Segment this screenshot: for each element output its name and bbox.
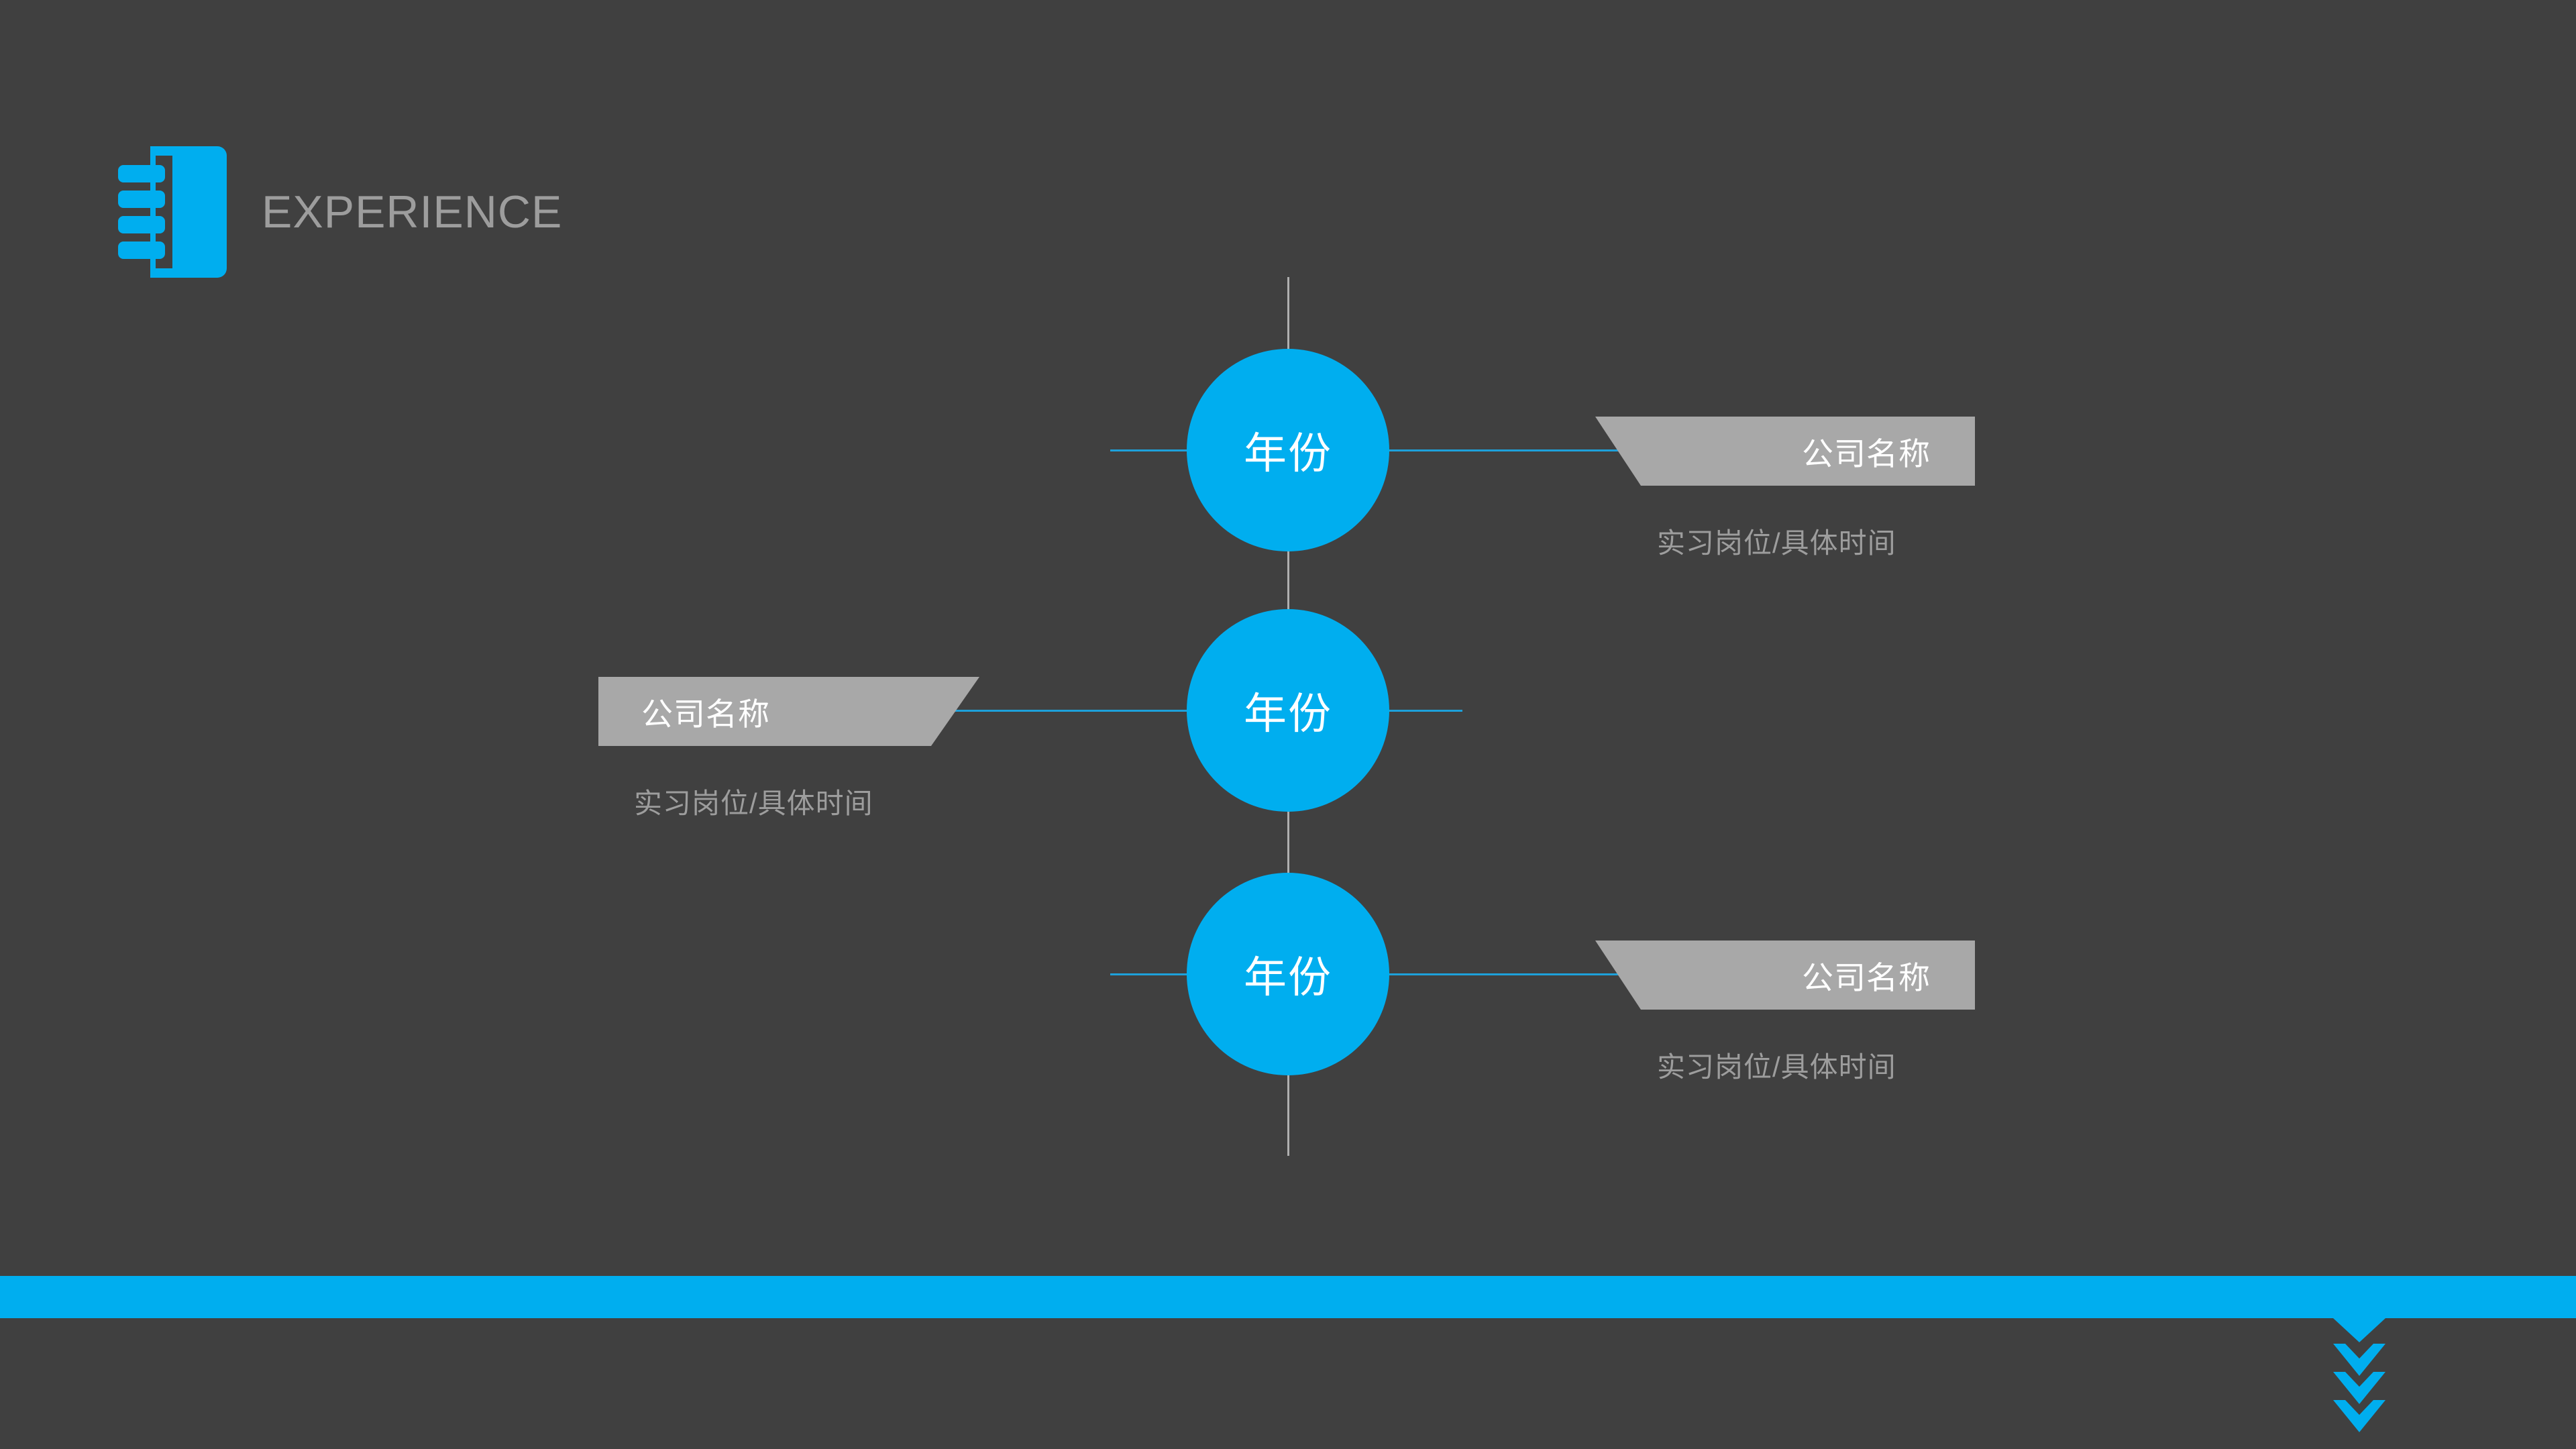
company-name-banner-3[interactable]: 公司名称 bbox=[1595, 941, 1975, 1010]
position-detail-1[interactable]: 实习岗位/具体时间 bbox=[1657, 527, 1896, 559]
section-header: EXPERIENCE bbox=[102, 146, 562, 278]
chevron-down-icon bbox=[2333, 1372, 2385, 1404]
connector-line-right-3 bbox=[1382, 973, 1670, 975]
page-title: EXPERIENCE bbox=[262, 186, 563, 237]
notebook-ring bbox=[118, 241, 165, 259]
connector-line-right-2 bbox=[1382, 710, 1462, 712]
notebook-ring bbox=[118, 216, 165, 233]
chevron-down-icon-stack bbox=[2333, 1318, 2385, 1439]
footer-accent-bar bbox=[0, 1276, 2576, 1318]
timeline-year-circle-1[interactable]: 年份 bbox=[1187, 349, 1389, 551]
connector-line-left-3 bbox=[1110, 973, 1204, 975]
connector-line-left-1 bbox=[1110, 449, 1204, 451]
notebook-ring bbox=[118, 191, 165, 208]
notebook-icon bbox=[102, 146, 227, 278]
timeline-year-circle-3[interactable]: 年份 bbox=[1187, 873, 1389, 1075]
connector-line-left-2 bbox=[909, 710, 1291, 712]
timeline-year-circle-2[interactable]: 年份 bbox=[1187, 609, 1389, 812]
chevron-down-icon bbox=[2333, 1344, 2385, 1376]
chevron-down-icon bbox=[2333, 1400, 2385, 1432]
connector-line-right-1 bbox=[1382, 449, 1670, 451]
notebook-ring bbox=[118, 165, 165, 182]
company-name-banner-2[interactable]: 公司名称 bbox=[598, 677, 979, 746]
company-name-banner-1[interactable]: 公司名称 bbox=[1595, 417, 1975, 486]
position-detail-2[interactable]: 实习岗位/具体时间 bbox=[634, 788, 873, 819]
position-detail-3[interactable]: 实习岗位/具体时间 bbox=[1657, 1051, 1896, 1083]
chevron-down-icon bbox=[2333, 1318, 2385, 1342]
